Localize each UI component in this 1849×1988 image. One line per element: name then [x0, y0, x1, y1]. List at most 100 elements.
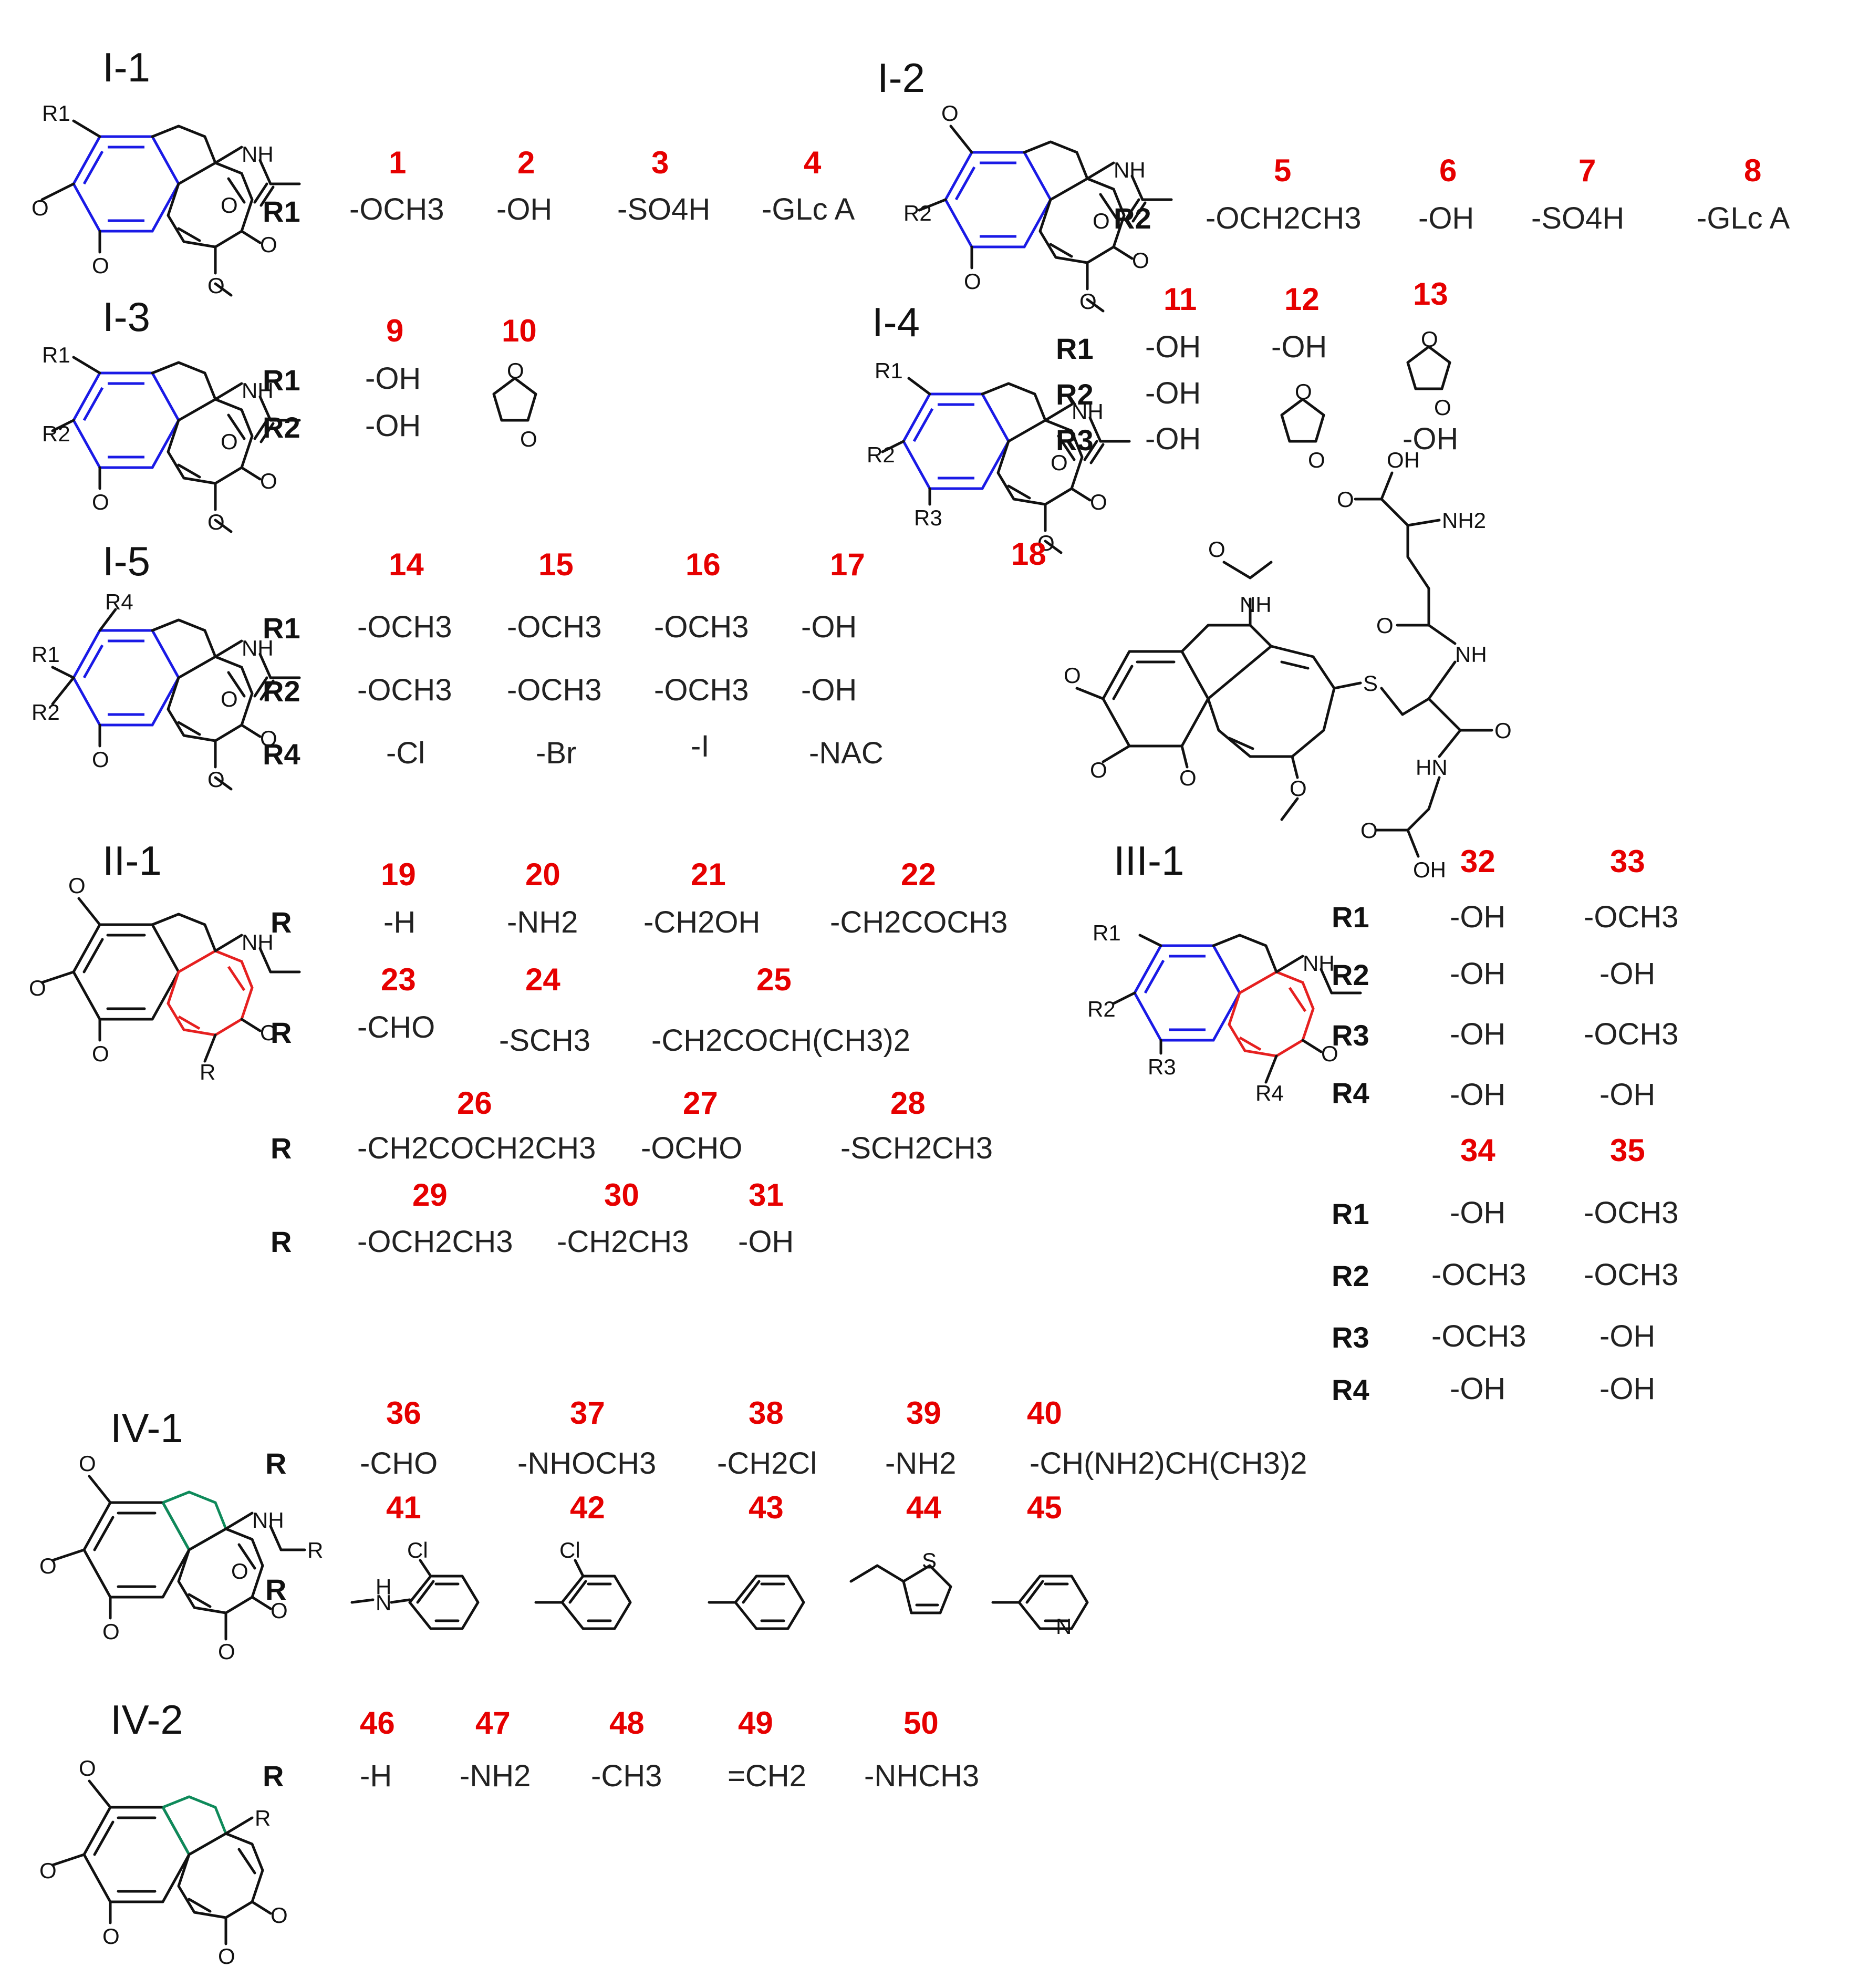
- compound-number-40: 40: [1027, 1395, 1062, 1431]
- compound-number-11: 11: [1164, 282, 1197, 317]
- section-title-I-5: I-5: [102, 538, 150, 584]
- substituent-value: -OH: [1450, 1017, 1505, 1051]
- label-R4: R4: [1332, 1076, 1369, 1110]
- substituent-value: -OH: [1450, 957, 1505, 991]
- substituent-value: -SO4H: [617, 192, 710, 226]
- substituent-value: -OH: [1599, 957, 1655, 991]
- compound-number-25: 25: [756, 962, 792, 997]
- atom-O: O: [1064, 663, 1081, 688]
- atom-O: O: [102, 1619, 120, 1644]
- substituent-value: -GLc A: [1697, 201, 1790, 235]
- atom-H: H: [376, 1575, 391, 1599]
- structure-I-4: R1 R2 R3 NH O O O: [867, 358, 1129, 555]
- atom-NH: NH: [1240, 592, 1272, 617]
- label-R: R: [271, 1016, 292, 1049]
- substituent-value: -NHOCH3: [517, 1446, 656, 1480]
- compound-number-10: 10: [502, 313, 537, 348]
- substituent-value: -OCH3: [654, 673, 749, 707]
- substituent-value: -Cl: [386, 736, 425, 770]
- atom-O: O: [1295, 379, 1312, 404]
- atom-O: O: [260, 469, 277, 493]
- atom-O: O: [1079, 289, 1097, 314]
- section-title-IV-2: IV-2: [110, 1696, 183, 1743]
- substituent-value: -OH: [1599, 1372, 1655, 1406]
- structure-I-1: R1 O O NH O O O: [32, 101, 299, 298]
- atom-N: N: [1056, 1614, 1072, 1639]
- atom-O: O: [271, 1598, 288, 1623]
- substituent-value: -OCH3: [357, 673, 452, 707]
- substituent-pyridyl: N: [991, 1576, 1087, 1639]
- substituent-value: -SCH2CH3: [840, 1131, 993, 1165]
- compound-number-7: 7: [1578, 153, 1596, 188]
- structure-IV-1: O O O NH R O O O: [39, 1451, 323, 1664]
- atom-O: O: [1208, 537, 1225, 562]
- atom-O: O: [941, 101, 959, 126]
- substituent-value: -OCH3: [507, 610, 601, 644]
- atom-O: O: [1321, 1041, 1338, 1066]
- substituent-value: -OH: [1599, 1319, 1655, 1353]
- substituent-value: -OCH3: [1584, 1196, 1678, 1230]
- compound-number-30: 30: [604, 1177, 639, 1213]
- atom-OH: OH: [1413, 857, 1446, 882]
- atom-O: O: [964, 269, 981, 294]
- atom-NH: NH: [1114, 158, 1146, 182]
- atom-O: O: [207, 510, 225, 534]
- structure-III-1: R1 R2 R3 NH O R4: [1087, 920, 1362, 1105]
- atom-R1: R1: [32, 642, 60, 667]
- compound-number-14: 14: [389, 547, 424, 582]
- section-title-I-2: I-2: [877, 55, 925, 101]
- atom-S: S: [1363, 671, 1378, 696]
- substituent-value: =CH2: [728, 1759, 806, 1793]
- atom-R1: R1: [875, 358, 903, 383]
- compound-number-32: 32: [1460, 844, 1495, 879]
- compound-number-49: 49: [738, 1705, 773, 1741]
- substituent-value: -OH: [1271, 330, 1327, 364]
- compound-number-38: 38: [749, 1395, 784, 1431]
- compound-number-43: 43: [749, 1490, 784, 1525]
- atom-S: S: [922, 1548, 937, 1573]
- substituent-value: -OH: [738, 1225, 794, 1259]
- substituent-value: -NAC: [809, 736, 884, 770]
- substituent-value: -OCHO: [641, 1131, 742, 1165]
- atom-O: O: [1421, 327, 1438, 351]
- atom-O: O: [221, 193, 238, 218]
- atom-O: O: [1494, 718, 1512, 743]
- substituent-value: -I: [691, 729, 709, 763]
- compound-number-33: 33: [1610, 844, 1645, 879]
- atom-O: O: [1434, 395, 1451, 420]
- atom-O: O: [271, 1903, 288, 1928]
- compound-number-46: 46: [360, 1705, 395, 1741]
- compound-number-37: 37: [570, 1395, 605, 1431]
- compound-number-41: 41: [386, 1490, 421, 1525]
- substituent-value: -OCH3: [1584, 1258, 1678, 1292]
- compound-number-36: 36: [386, 1395, 421, 1431]
- substituent-value: -OCH3: [1584, 1017, 1678, 1051]
- compound-number-1: 1: [389, 145, 406, 180]
- compound-number-16: 16: [685, 547, 721, 582]
- label-R2: R2: [1114, 202, 1151, 235]
- compound-number-45: 45: [1027, 1490, 1062, 1525]
- atom-Cl: Cl: [559, 1538, 580, 1562]
- label-R3: R3: [1332, 1019, 1369, 1052]
- substituent-value: -SO4H: [1531, 201, 1624, 235]
- compound-number-24: 24: [525, 962, 560, 997]
- label-R2: R2: [263, 411, 300, 444]
- compound-number-29: 29: [412, 1177, 448, 1213]
- atom-R2: R2: [1087, 997, 1116, 1021]
- atom-R1: R1: [1093, 920, 1121, 945]
- substituent-value: -NH2: [507, 905, 578, 939]
- compound-number-22: 22: [901, 857, 936, 892]
- label-R: R: [263, 1759, 284, 1793]
- substituent-value: -CH2Cl: [717, 1446, 817, 1480]
- substituent-value: -H: [360, 1759, 392, 1793]
- compound-number-12: 12: [1284, 282, 1320, 317]
- atom-O: O: [231, 1559, 248, 1583]
- compound-number-6: 6: [1439, 153, 1457, 188]
- atom-NH2: NH2: [1442, 508, 1486, 533]
- atom-R2: R2: [42, 421, 70, 446]
- substituent-2-chloroanilino: H N Cl: [350, 1538, 478, 1629]
- section-title-III-1: III-1: [1114, 837, 1184, 884]
- substituent-value: -OCH3: [1431, 1258, 1526, 1292]
- compound-number-26: 26: [457, 1085, 492, 1121]
- atom-R3: R3: [914, 505, 942, 530]
